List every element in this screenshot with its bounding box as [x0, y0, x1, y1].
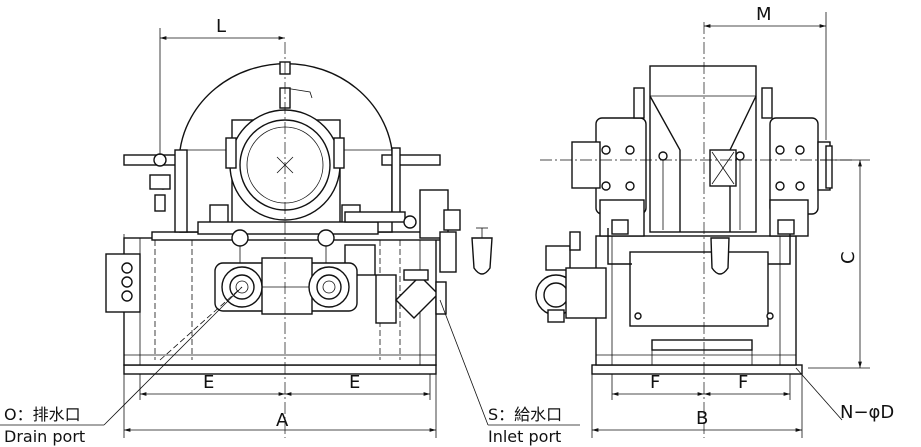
side-view [535, 22, 855, 438]
drain-port-jp-label: O：排水口 [4, 405, 81, 424]
inlet-port-jp-label: S：給水口 [488, 405, 562, 424]
dimension-lines [0, 12, 870, 438]
dim-E-left-label: E [203, 372, 214, 393]
dim-C-label: C [838, 251, 859, 264]
side-base-plate [591, 364, 803, 375]
side-upper-casing [649, 65, 757, 233]
drain-port-en-label: Drain port [4, 427, 85, 446]
dim-M-label: M [756, 4, 772, 25]
dim-F-left-label: F [650, 372, 660, 393]
dim-N-label: N−φD [840, 402, 894, 423]
inlet-port-en-label: Inlet port [488, 427, 561, 446]
dim-B-label: B [696, 408, 708, 429]
dim-E-right-label: E [349, 372, 360, 393]
side-tank [629, 251, 769, 327]
dim-F-right-label: F [738, 372, 748, 393]
front-view [105, 42, 493, 438]
front-base-plate [123, 364, 437, 375]
dim-A-label: A [276, 410, 289, 431]
dim-L-label: L [216, 16, 226, 37]
